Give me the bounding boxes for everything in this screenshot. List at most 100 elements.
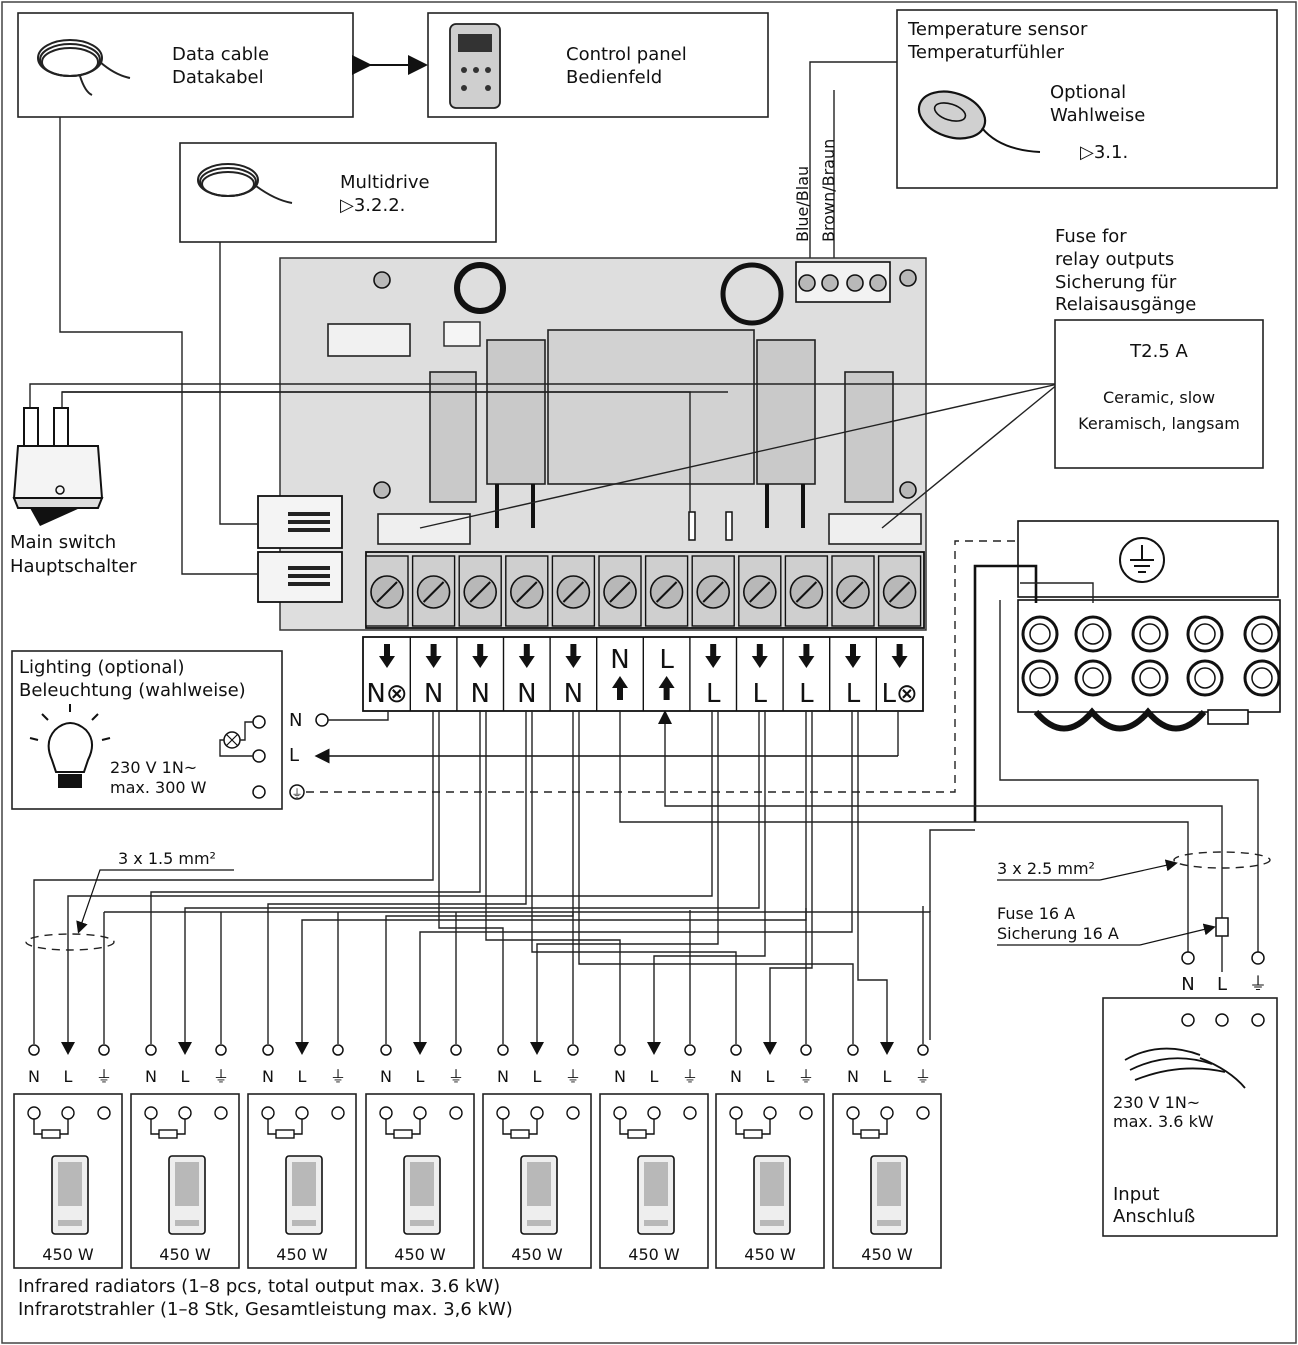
- arrow-up-icon: [612, 676, 628, 700]
- ground-symbol-icon: ⏚: [682, 1067, 698, 1086]
- arrow-up-icon: [658, 676, 675, 700]
- rocker-switch-icon: [12, 407, 104, 526]
- sensor-wires: Blue/Blau Brown/Braun: [793, 61, 897, 262]
- terminal-7: L: [642, 637, 675, 711]
- temp-sensor-ref: ▷3.1.: [1080, 142, 1128, 163]
- input-term-ground-icon: ⏚: [1249, 974, 1267, 995]
- radiator-cable-callout: 3 x 1.5 mm²: [25, 849, 234, 951]
- arrow-down-icon: [413, 1042, 427, 1055]
- input-rating-2: max. 3.6 kW: [1113, 1112, 1214, 1131]
- fuse-label-3: Sicherung für: [1055, 272, 1177, 293]
- arrow-down-icon: [61, 1042, 75, 1055]
- radiator-term-label: L: [181, 1067, 190, 1086]
- control-panel-module: Control panel Bedienfeld: [427, 12, 769, 118]
- temperature-sensor-icon: [917, 90, 1041, 153]
- radiator-power-label: 450 W: [861, 1245, 913, 1264]
- terminal-2: N: [409, 637, 443, 711]
- fuse-type-en: Ceramic, slow: [1103, 388, 1215, 407]
- radiator-caption-de: Infrarotstrahler (1–8 Stk, Gesamtleistun…: [18, 1299, 513, 1320]
- ground-symbol-icon: ⏚: [798, 1067, 814, 1086]
- fuse-label-4: Relaisausgänge: [1055, 294, 1196, 315]
- main-switch: Main switch Hauptschalter: [10, 407, 137, 577]
- terminal-8: L: [689, 637, 722, 711]
- radiator-term-label: N: [380, 1067, 392, 1086]
- lighting-module: Lighting (optional) Beleuchtung (wahlwei…: [11, 540, 1018, 810]
- terminal-label: N: [610, 645, 629, 675]
- terminal-label: N: [517, 679, 536, 709]
- arrow-down-icon: [379, 644, 395, 668]
- radiator-power-label: 450 W: [159, 1245, 211, 1264]
- mount-screw: [373, 271, 391, 289]
- radiator-power-label: 450 W: [628, 1245, 680, 1264]
- fuse-type-de: Keramisch, langsam: [1078, 414, 1240, 433]
- arrow-down-icon: [880, 1042, 894, 1055]
- mount-screw: [373, 481, 391, 499]
- arrow-down-icon: [705, 644, 722, 668]
- control-panel-label-de: Bedienfeld: [566, 67, 662, 88]
- arrow-down-icon: [295, 1042, 309, 1055]
- radiator-term-label: L: [766, 1067, 775, 1086]
- radiator-wiring: [33, 710, 975, 1044]
- input-connection: 230 V 1N~ max. 3.6 kW Input Anschluß: [1102, 997, 1278, 1237]
- coiled-cable-icon: [197, 163, 293, 204]
- terminal-3: N: [456, 637, 490, 711]
- light-bulb-icon: [29, 704, 111, 788]
- terminal-label: N: [424, 679, 443, 709]
- input-fuse-label-en: Fuse 16 A: [997, 904, 1075, 923]
- radiator-7: N L ⏚ 450 W: [715, 1042, 825, 1269]
- radiator-term-label: L: [298, 1067, 307, 1086]
- radiator-term-label: L: [416, 1067, 425, 1086]
- input-title-de: Anschluß: [1113, 1206, 1195, 1227]
- terminal-12: L⊗: [875, 637, 918, 711]
- ground-symbol-icon: [1130, 545, 1154, 573]
- brown-wire-label: Brown/Braun: [819, 139, 838, 242]
- input-fuse-label-de: Sicherung 16 A: [997, 924, 1119, 943]
- coiled-cable-icon: [37, 39, 131, 96]
- terminal-11: L: [829, 637, 861, 711]
- fuse-label-1: Fuse for: [1055, 226, 1127, 247]
- fuse-callout: Fuse for relay outputs Sicherung für Rel…: [1054, 226, 1264, 469]
- control-panel-label-en: Control panel: [566, 44, 687, 65]
- multidrive-label: Multidrive: [340, 172, 430, 193]
- arrow-down-icon: [565, 644, 582, 668]
- main-switch-label-en: Main switch: [10, 532, 116, 553]
- ground-symbol-icon: ⏚: [96, 1067, 112, 1086]
- data-cable-label-en: Data cable: [172, 44, 269, 65]
- control-panel-icon: [449, 23, 501, 109]
- terminal-label: L: [659, 645, 674, 675]
- control-board: [257, 257, 927, 631]
- ground-symbol-icon: ⏚: [915, 1067, 931, 1086]
- lighting-term-l: L: [289, 745, 299, 766]
- fuse-label-2: relay outputs: [1055, 249, 1174, 270]
- input-term-n: N: [1181, 974, 1194, 995]
- radiator-power-label: 450 W: [744, 1245, 796, 1264]
- lighting-label-en: Lighting (optional): [19, 657, 184, 678]
- radiator-term-label: N: [730, 1067, 742, 1086]
- arrow-down-icon: [891, 644, 908, 668]
- input-title-en: Input: [1113, 1184, 1160, 1205]
- sensor-terminal-screws: [798, 274, 887, 292]
- terminal-label: N: [470, 679, 489, 709]
- radiator-power-label: 450 W: [276, 1245, 328, 1264]
- arrow-down-icon: [425, 644, 442, 668]
- arrow-down-icon: [530, 1042, 544, 1055]
- radiator-term-label: N: [262, 1067, 274, 1086]
- input-cable-label: 3 x 2.5 mm²: [997, 859, 1095, 878]
- radiator-power-label: 450 W: [511, 1245, 563, 1264]
- ground-symbol-icon: ⏚: [213, 1067, 229, 1086]
- terminal-label: L: [846, 679, 861, 709]
- terminal-label: L⊗: [881, 679, 917, 709]
- lighting-label-de: Beleuchtung (wahlweise): [19, 680, 246, 701]
- input-terminal-screws: [1021, 615, 1281, 697]
- mount-screw: [899, 481, 917, 499]
- terminal-1: N⊗: [366, 644, 408, 709]
- radiator-term-label: N: [614, 1067, 626, 1086]
- arrow-down-icon: [751, 644, 768, 668]
